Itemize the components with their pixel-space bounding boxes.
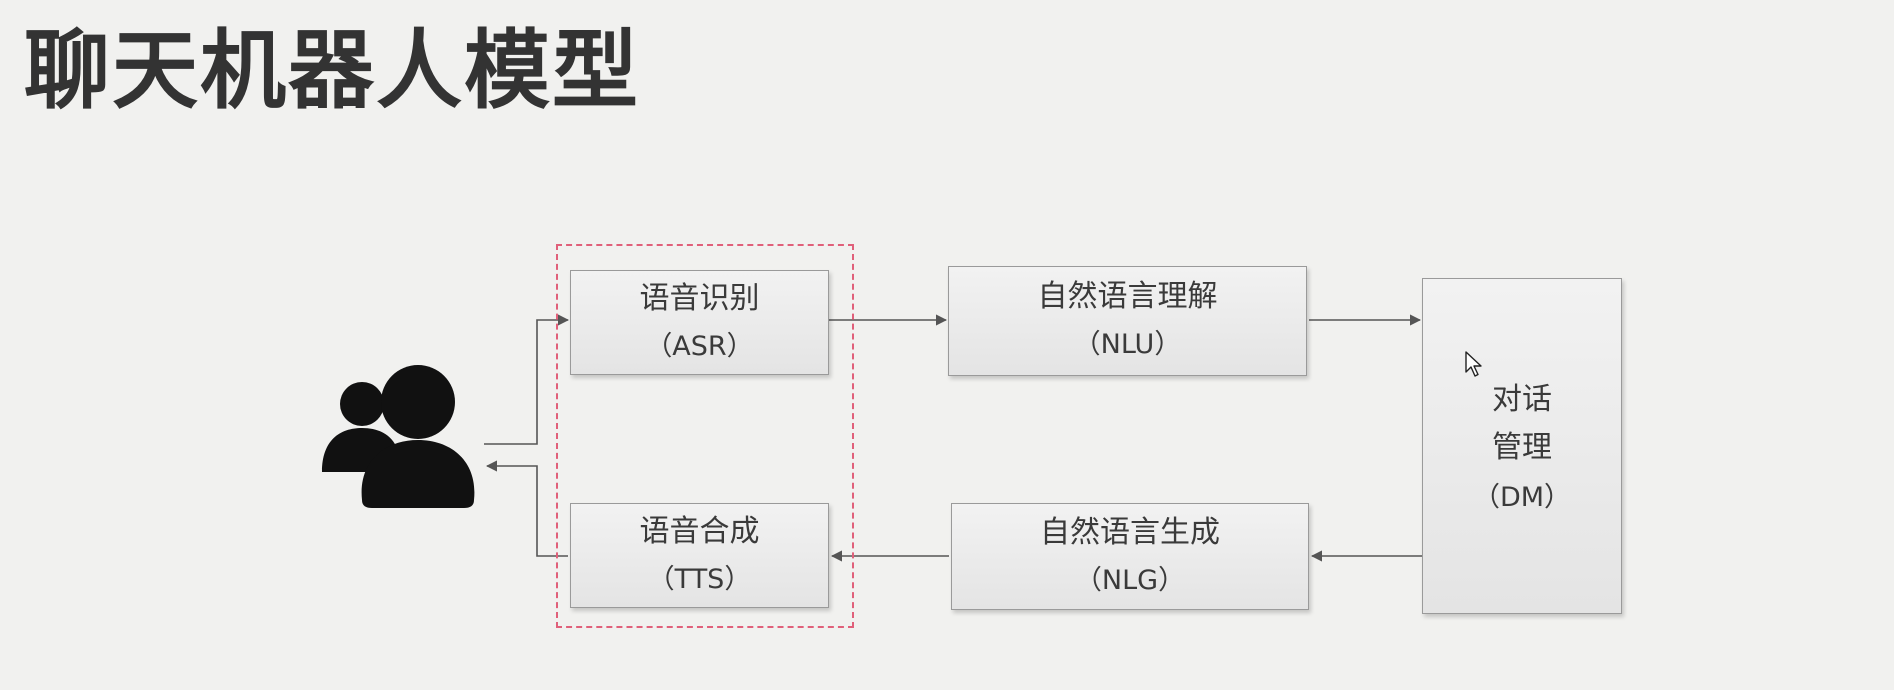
dm-abbr: （DM）	[1472, 482, 1572, 514]
nlg-box: 自然语言生成 （NLG）	[951, 503, 1309, 610]
mouse-pointer-icon	[1465, 351, 1482, 377]
page-title: 聊天机器人模型	[24, 21, 640, 121]
dm-label-line1: 对话	[1492, 382, 1552, 418]
dm-label-line2: 管理	[1492, 430, 1552, 466]
arrow-user-to-asr	[484, 314, 570, 445]
nlu-box: 自然语言理解 （NLU）	[948, 266, 1307, 376]
nlu-label: 自然语言理解	[1037, 279, 1218, 315]
nlg-abbr: （NLG）	[1074, 564, 1186, 596]
asr-label: 语音识别	[639, 280, 760, 316]
tts-box: 语音合成 （TTS）	[570, 503, 829, 608]
asr-box: 语音识别 （ASR）	[570, 270, 829, 375]
asr-abbr: （ASR）	[645, 330, 754, 362]
arrow-tts-to-user	[485, 460, 568, 557]
dm-box: 对话 管理 （DM）	[1422, 278, 1622, 614]
tts-label: 语音合成	[639, 513, 760, 549]
nlu-abbr: （NLU）	[1073, 329, 1182, 361]
nlg-label: 自然语言生成	[1040, 514, 1220, 550]
speech-module-frame	[556, 244, 854, 628]
users-icon	[322, 365, 475, 508]
tts-abbr: （TTS）	[647, 563, 752, 595]
